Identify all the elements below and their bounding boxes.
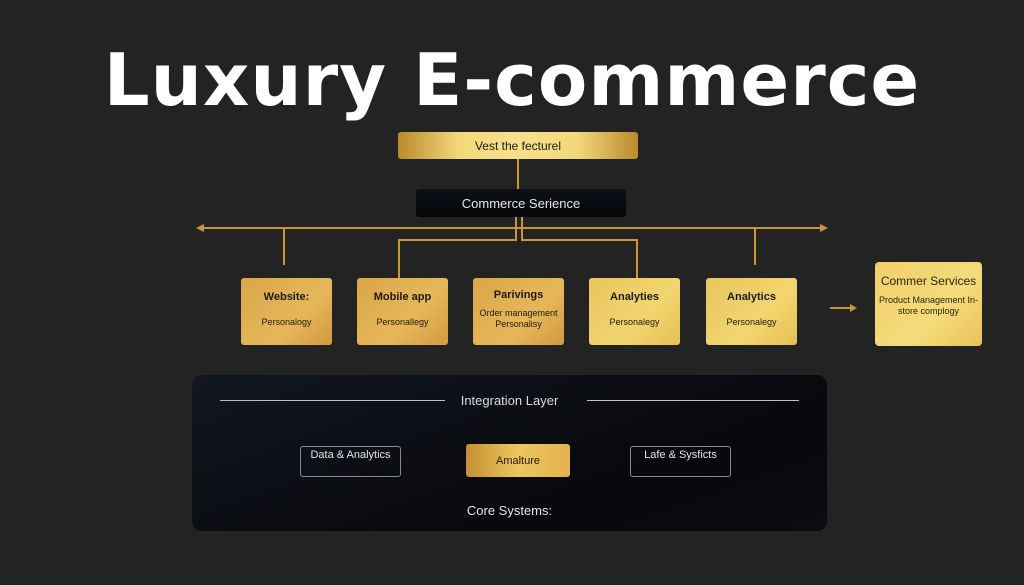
services-title: Commer Services <box>880 274 977 288</box>
card-parivings: Parivings Order management Personalisy <box>473 278 564 345</box>
services-subtitle: Product Management In-store complogy <box>878 295 979 316</box>
card-title: Website: <box>263 291 310 303</box>
top-node: Vest the fecturel <box>398 132 638 159</box>
integration-panel: Integration Layer Data & Analytics Amalt… <box>192 375 827 531</box>
card-website: Website: Personalogy <box>241 278 332 345</box>
arrow-right-icon <box>820 224 828 232</box>
data-analytics-box: Data & Analytics <box>300 446 401 477</box>
arrow-services-icon <box>850 304 857 312</box>
card-subtitle: Personalegy <box>726 317 777 327</box>
diagram-title: Luxury E-commerce <box>103 38 921 122</box>
amalture-box: Amalture <box>466 444 570 477</box>
card-subtitle: Personalogy <box>261 317 312 327</box>
commerce-services-node: Commer Services Product Management In-st… <box>875 262 982 346</box>
card-analytics: Analytics Personalegy <box>706 278 797 345</box>
divider-left <box>220 400 445 401</box>
card-subtitle: Personallegy <box>376 317 429 327</box>
connector-mobile <box>398 217 517 278</box>
card-mobile-app: Mobile app Personallegy <box>357 278 448 345</box>
core-systems-label: Core Systems: <box>466 503 553 518</box>
card-subtitle: Order management Personalisy <box>479 308 558 329</box>
card-title: Mobile app <box>373 291 432 303</box>
card-analyties: Analyties Personalegy <box>589 278 680 345</box>
connector-analyties <box>521 217 638 278</box>
card-subtitle: Personalegy <box>609 317 660 327</box>
card-title: Analyties <box>610 291 659 303</box>
arrow-left-icon <box>196 224 204 232</box>
integration-layer-label: Integration Layer <box>460 393 559 408</box>
card-title: Parivings <box>493 289 544 301</box>
divider-right <box>587 400 799 401</box>
hub-node: Commerce Serience <box>416 189 626 217</box>
lafe-sysficts-box: Lafe & Sysficts <box>630 446 731 477</box>
card-title: Analytics <box>727 291 776 303</box>
